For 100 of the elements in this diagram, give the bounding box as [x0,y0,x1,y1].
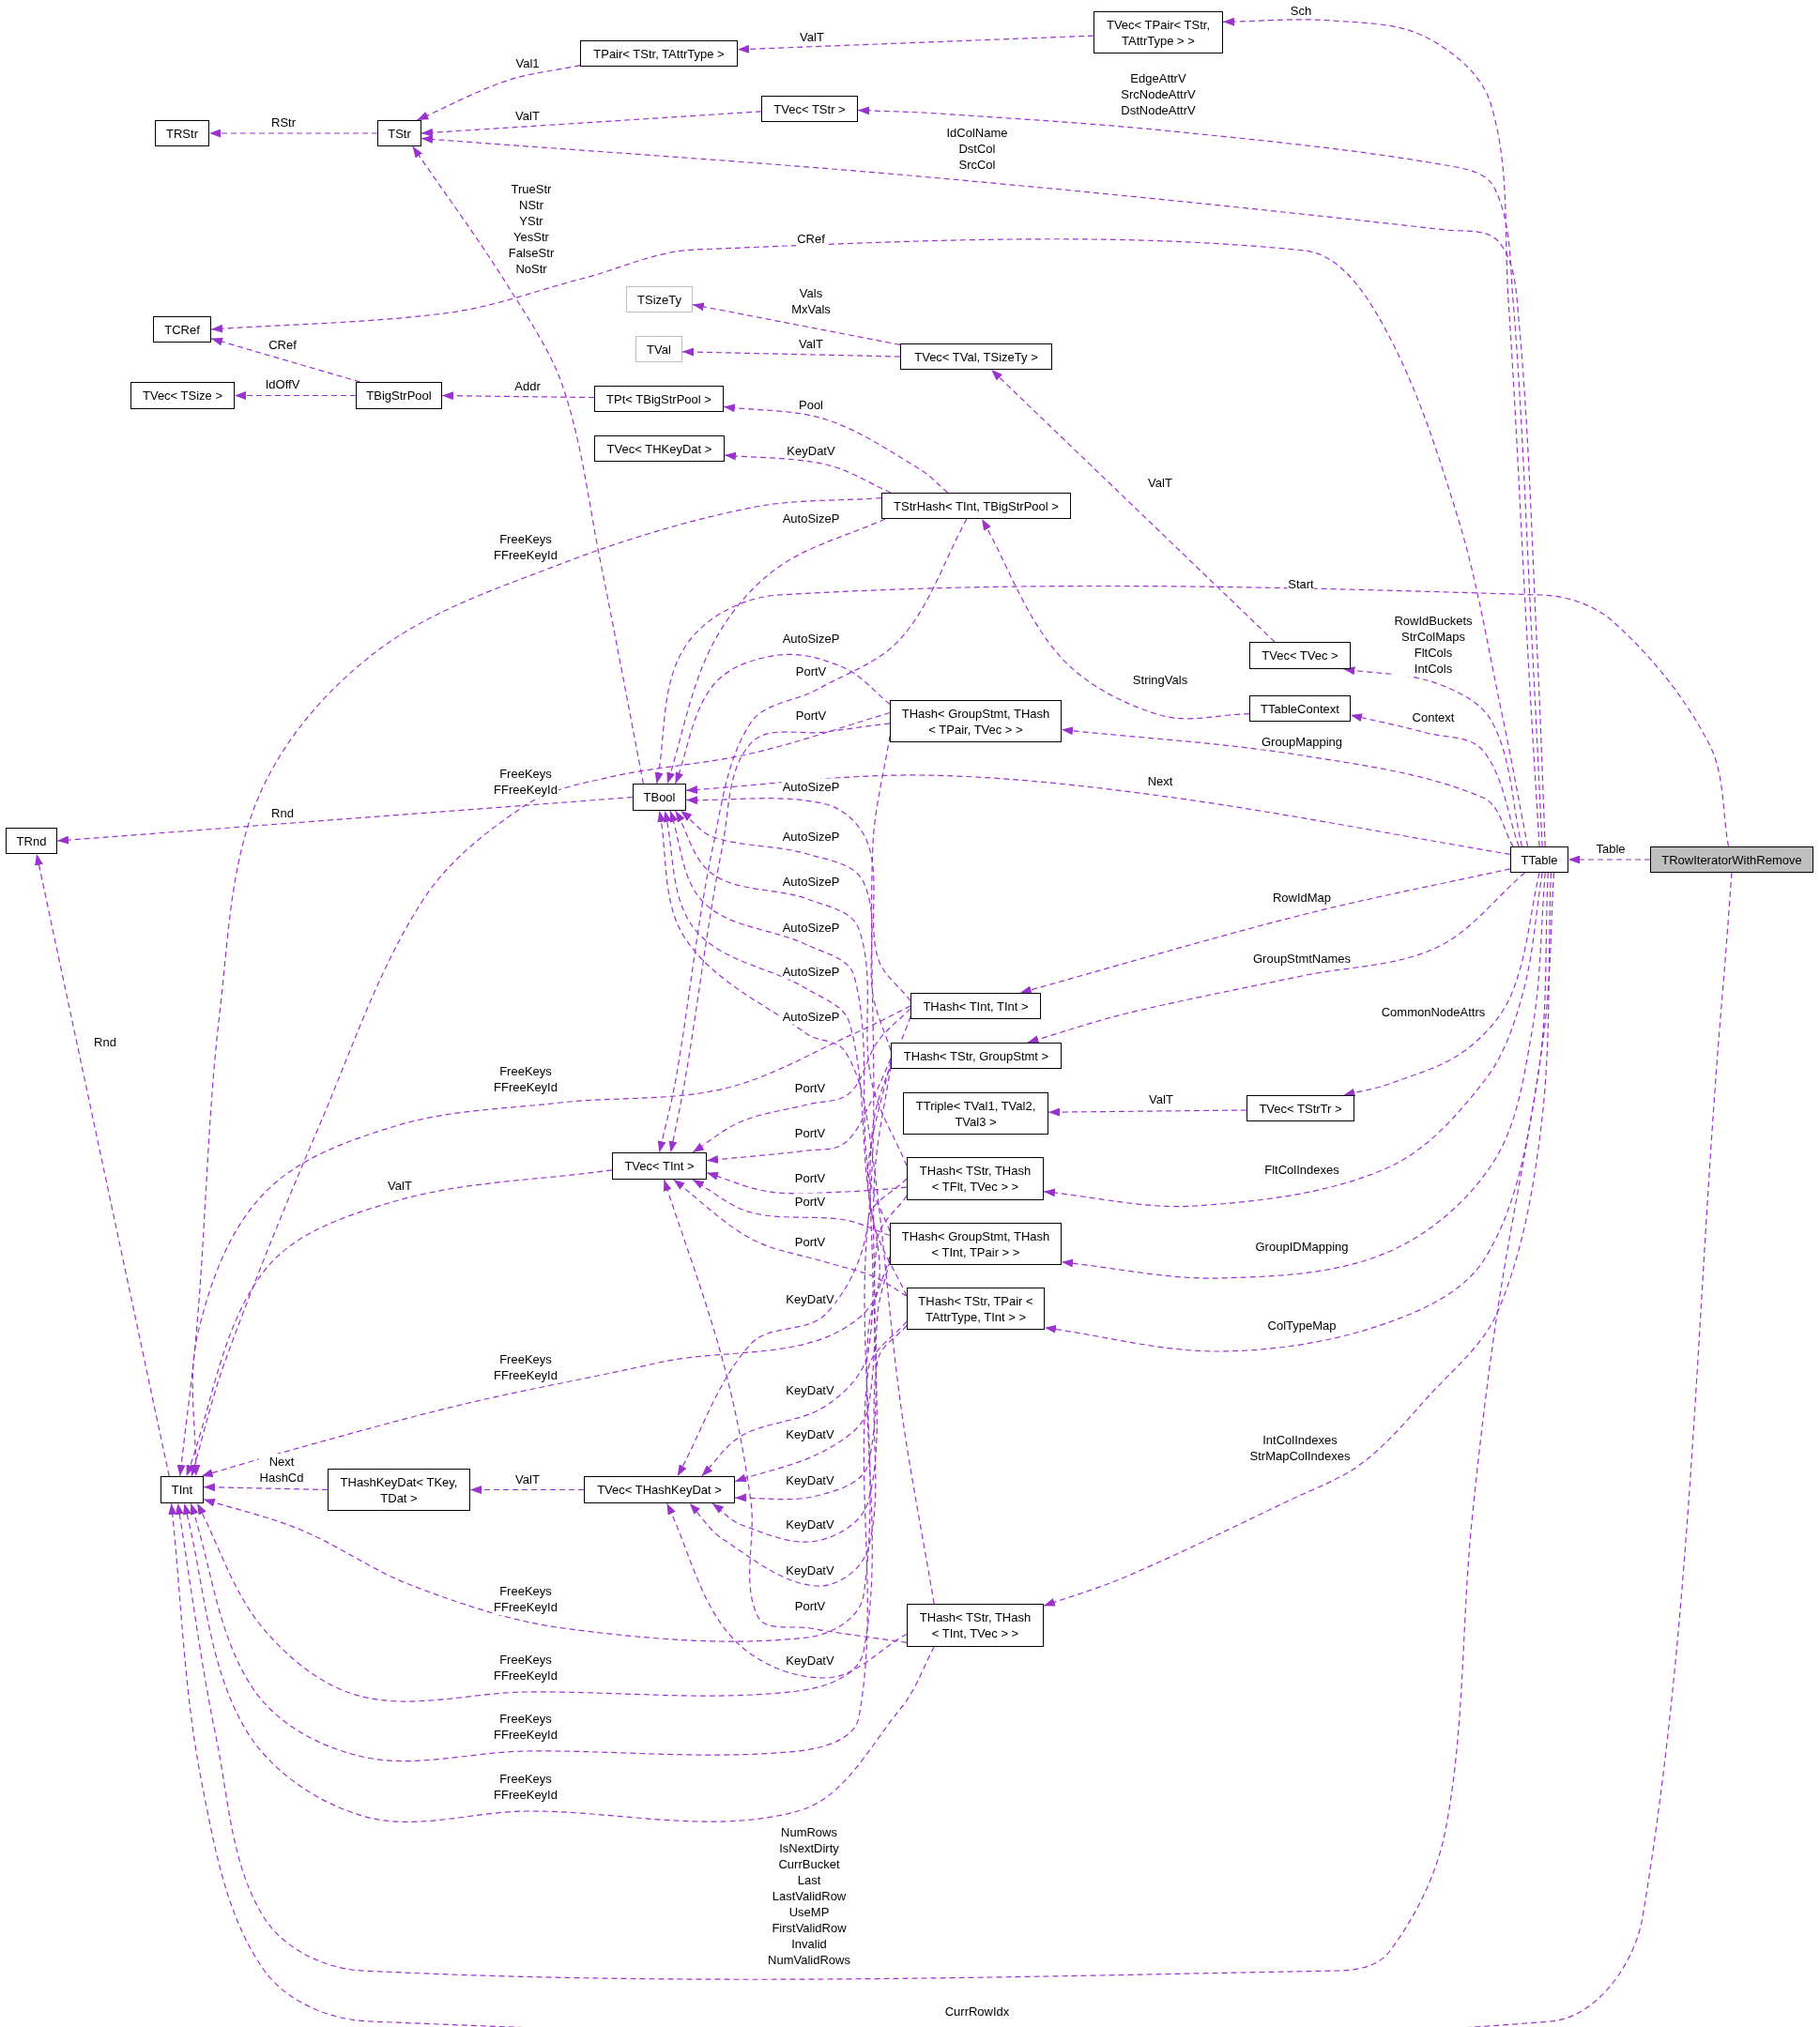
arrow [734,1195,908,1502]
arrow [990,369,1276,643]
arrow [692,1008,911,1153]
arrow [441,391,595,401]
arrow [1061,872,1546,1279]
arrow [666,518,886,785]
arrow [654,585,1730,847]
arrow [669,810,891,1232]
arrow [685,774,1511,855]
arrow [1061,726,1514,847]
arrow [191,711,891,1477]
arrow [182,1502,935,1822]
class-box: THash< TStr, TPair < TAttrType, TInt > > [907,1288,1045,1330]
arrow [668,723,891,1153]
arrow [657,518,968,1153]
arrow [56,796,634,845]
arrow [675,810,908,1166]
class-box: TRnd [6,828,57,854]
arrow [657,810,935,1605]
class-box: THash< TStr, GroupStmt > [891,1043,1062,1069]
arrow [1043,872,1543,1208]
class-box: THash< TStr, THash < TFlt, TVec > > [907,1157,1044,1200]
arrow [175,872,1555,1980]
class-box: TTableContext [1249,695,1351,722]
class-box: TInt [161,1476,204,1503]
class-box: TRStr [155,120,209,146]
arrow [734,1065,892,1483]
arrow [680,810,892,1051]
arrow [723,404,949,494]
class-box: TTriple< TVal1, TVal2, TVal3 > [903,1092,1048,1135]
arrow [665,1502,908,1679]
arrow [210,238,1529,847]
arrow [186,1169,613,1477]
arrow [685,796,911,1001]
arrow [1568,855,1651,864]
arrow [737,35,1094,53]
class-box: TRowIteratorWithRemove [1650,846,1813,873]
arrow [677,735,891,1477]
arrow [1019,868,1511,995]
arrow [706,1058,892,1164]
arrow [681,347,901,358]
arrow [1350,713,1520,847]
class-box: TPt< TBigStrPool > [594,386,724,412]
class-box: TPair< TStr, TAttrType > [580,40,738,67]
arrow [857,106,1543,847]
class-box: TVec< TSize > [130,382,235,409]
class-box: TVec< TVec > [1249,642,1351,669]
class-box: THash< TStr, THash < TInt, TVec > > [907,1604,1044,1647]
class-box: TTable [1510,846,1568,873]
arrow [1044,872,1549,1352]
arrow [663,810,908,1297]
class-box: TStrHash< TInt, TBigStrPool > [881,493,1071,519]
class-box: TVec< TStr > [761,96,858,122]
arrow [168,872,1733,2027]
arrow [1342,872,1540,1097]
class-box: TVec< THKeyDat > [594,435,725,462]
arrow [416,65,581,121]
class-box: TVec< THashKeyDat > [584,1476,735,1503]
class-box: TCRef [153,316,211,343]
class-box: THashKeyDat< TKey, TDat > [328,1469,470,1511]
class-box: THash< GroupStmt, THash < TPair, TVec > > [890,700,1062,742]
arrow [692,1179,891,1237]
arrow [191,1005,911,1477]
arrow [673,1179,908,1297]
class-box: TStr [377,120,421,146]
arrow [421,111,762,137]
arrow [701,1015,911,1477]
arrow [1027,872,1526,1044]
arrow [692,302,901,345]
arrow [208,129,378,138]
class-box: TBool [633,784,686,811]
arrow [176,497,882,1477]
class-box: TSizeTy [626,286,693,312]
arrow [234,391,357,400]
arrow [196,1256,891,1702]
arrow [1342,666,1522,847]
arrow [190,1320,908,1762]
arrow [469,1486,585,1494]
class-box: THash< TInt, TInt > [910,993,1041,1019]
arrow [675,653,891,785]
arrow [1048,1107,1247,1117]
class-box: TVec< TInt > [612,1152,707,1180]
class-box: TVec< TStrTr > [1246,1095,1354,1121]
class-box: TVec< TVal, TSizeTy > [900,343,1052,370]
arrow [706,1172,908,1195]
arrow [663,1179,908,1643]
arrow [421,135,1546,847]
arrow [412,145,644,785]
arrow [201,1060,892,1477]
class-box: THash< GroupStmt, THash < TInt, TPair > > [890,1223,1062,1265]
arrow [1222,17,1540,847]
arrow [35,853,170,1477]
arrow [210,337,361,383]
arrow [1043,872,1552,1607]
arrow [203,1483,329,1492]
arrow [689,1324,908,1587]
class-box: TBigStrPool [356,382,442,409]
arrow [981,518,1250,720]
class-box: TVal [635,336,682,362]
arrow [724,451,892,494]
